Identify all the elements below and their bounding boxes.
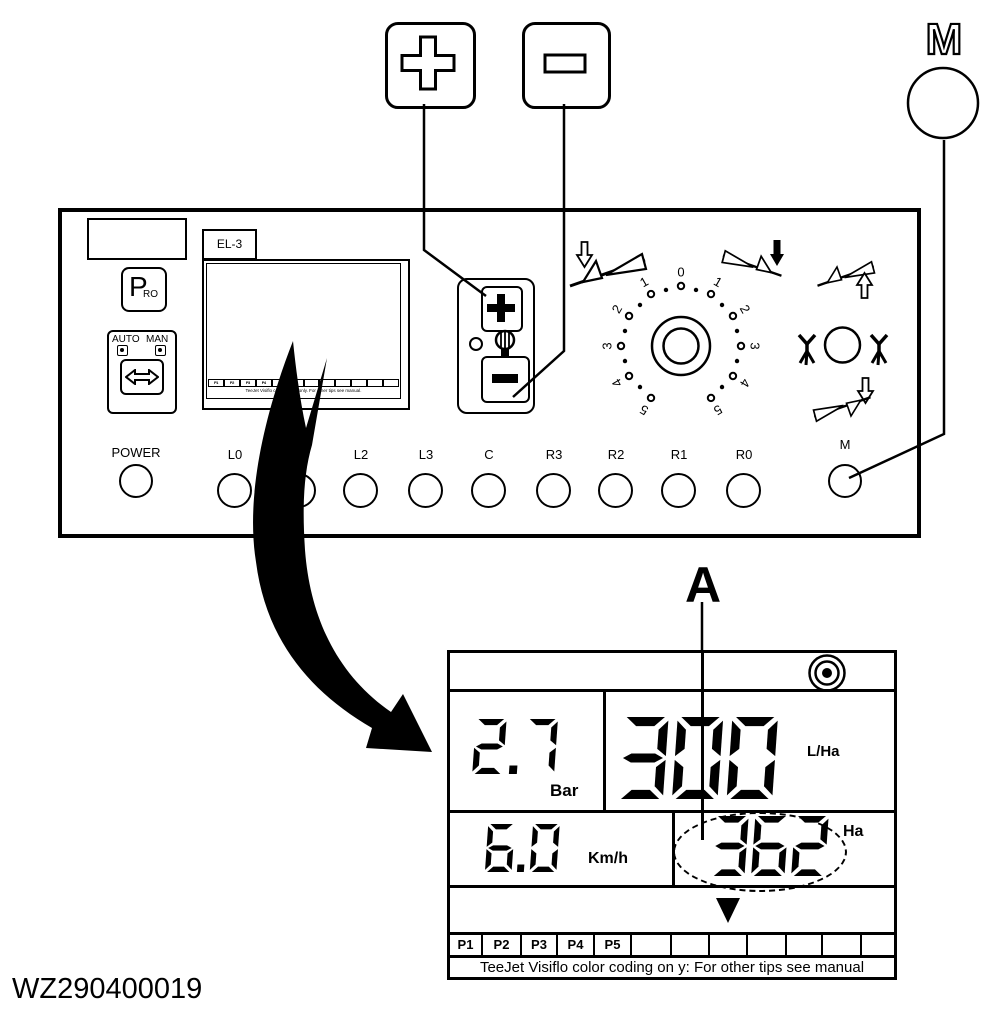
- pro-button-main-label: P: [129, 271, 148, 302]
- man-led: [155, 345, 166, 356]
- mini-tab-empty: [335, 379, 352, 387]
- increase-callout-button[interactable]: [385, 22, 476, 109]
- area-unit: Ha: [843, 823, 864, 840]
- rate-unit: L/Ha: [807, 743, 840, 760]
- mini-tab-p1: P1: [208, 379, 224, 387]
- button-label-r2: R2: [607, 447, 625, 462]
- button-label-r1: R1: [670, 447, 688, 462]
- mini-tab-p2: P2: [223, 379, 240, 387]
- preset-tab-empty: [862, 935, 894, 955]
- mini-tab-empty: [303, 379, 320, 387]
- master-callout-button[interactable]: [906, 66, 980, 140]
- panel-button-r2[interactable]: [598, 473, 633, 508]
- panel-button-r1[interactable]: [661, 473, 696, 508]
- minus-icon: [492, 374, 518, 383]
- speed-value: [485, 824, 563, 872]
- mini-tab-empty: [351, 379, 368, 387]
- rate-minus-button[interactable]: [481, 356, 530, 403]
- pro-button-sub-label: RO: [143, 289, 158, 300]
- display-row-1: [450, 692, 894, 813]
- mini-tab-empty: [367, 379, 384, 387]
- panel-button-power[interactable]: [118, 463, 153, 498]
- adjust-led: [469, 337, 483, 351]
- panel-button-l1[interactable]: [281, 473, 316, 508]
- pressure-unit: Bar: [550, 781, 579, 800]
- mode-switch-group: AUTO MAN: [107, 330, 177, 414]
- button-label-c: C: [484, 447, 494, 462]
- mini-tab-empty: [319, 379, 336, 387]
- panel-button-l3[interactable]: [408, 473, 443, 508]
- panel-button-m[interactable]: [827, 463, 862, 498]
- minus-icon: [543, 53, 587, 74]
- auto-label: AUTO: [112, 334, 140, 345]
- panel-button-r3[interactable]: [536, 473, 571, 508]
- preset-tab-empty: [787, 935, 823, 955]
- a-callout-label: A: [684, 557, 722, 613]
- mini-tab-empty: [383, 379, 400, 387]
- a-callout-line-inner: [701, 653, 704, 840]
- mini-tab-p4: P4: [255, 379, 272, 387]
- mini-tab-empty: [271, 379, 288, 387]
- button-label-r0: R0: [735, 447, 753, 462]
- decrease-callout-button[interactable]: [522, 22, 611, 109]
- area-highlight-ellipse: [673, 812, 847, 892]
- preset-tab-p2[interactable]: P2: [483, 935, 522, 955]
- mini-tab-p3: P3: [239, 379, 256, 387]
- preset-tab-empty: [632, 935, 672, 955]
- model-badge: EL-3: [202, 229, 257, 260]
- left-right-arrow-icon: [125, 369, 159, 385]
- man-label: MAN: [146, 334, 169, 345]
- preset-tab-empty: [710, 935, 748, 955]
- plus-icon: [400, 35, 456, 91]
- plus-icon: [487, 294, 515, 322]
- panel-button-c[interactable]: [471, 473, 506, 508]
- panel-button-r0[interactable]: [726, 473, 761, 508]
- preset-tab-empty: [748, 935, 787, 955]
- display-caption: TeeJet Visiflo color coding on y: For ot…: [479, 959, 865, 976]
- preset-tab-empty: [823, 935, 862, 955]
- panel-nameplate: [87, 218, 187, 260]
- pro-button[interactable]: P RO: [121, 267, 167, 312]
- preset-tab-empty: [672, 935, 710, 955]
- auto-man-toggle-button[interactable]: [120, 359, 164, 395]
- button-label-r3: R3: [545, 447, 563, 462]
- preset-tab-p4[interactable]: P4: [558, 935, 595, 955]
- button-label-m: M: [839, 437, 851, 452]
- preset-tab-p3[interactable]: P3: [522, 935, 558, 955]
- button-label-power: POWER: [111, 445, 161, 460]
- rate-value: [620, 717, 781, 799]
- preset-tab-p5[interactable]: P5: [595, 935, 632, 955]
- rate-plus-button[interactable]: [481, 286, 523, 332]
- down-triangle-icon: [716, 898, 740, 923]
- pressure-value: [472, 719, 561, 774]
- rate-adjust-group: [457, 278, 535, 414]
- spray-valve-icon: [494, 329, 516, 356]
- figure-id: WZ290400019: [12, 973, 203, 1005]
- panel-button-l2[interactable]: [343, 473, 378, 508]
- mini-screen-caption: TeeJet Visiflo color coding only. For ot…: [245, 388, 362, 393]
- button-label-l0: L0: [227, 447, 243, 462]
- area-value: [712, 816, 832, 876]
- mini-tab-empty: [287, 379, 304, 387]
- speed-unit: Km/h: [588, 850, 628, 867]
- display-top-strip: [450, 653, 894, 692]
- target-icon: [808, 654, 846, 692]
- auto-led: [117, 345, 128, 356]
- display-row-3: [450, 888, 894, 935]
- pressure-cell: [450, 692, 606, 810]
- panel-button-l0[interactable]: [217, 473, 252, 508]
- master-callout-label: M: [926, 15, 963, 64]
- preset-tab-p1[interactable]: P1: [450, 935, 483, 955]
